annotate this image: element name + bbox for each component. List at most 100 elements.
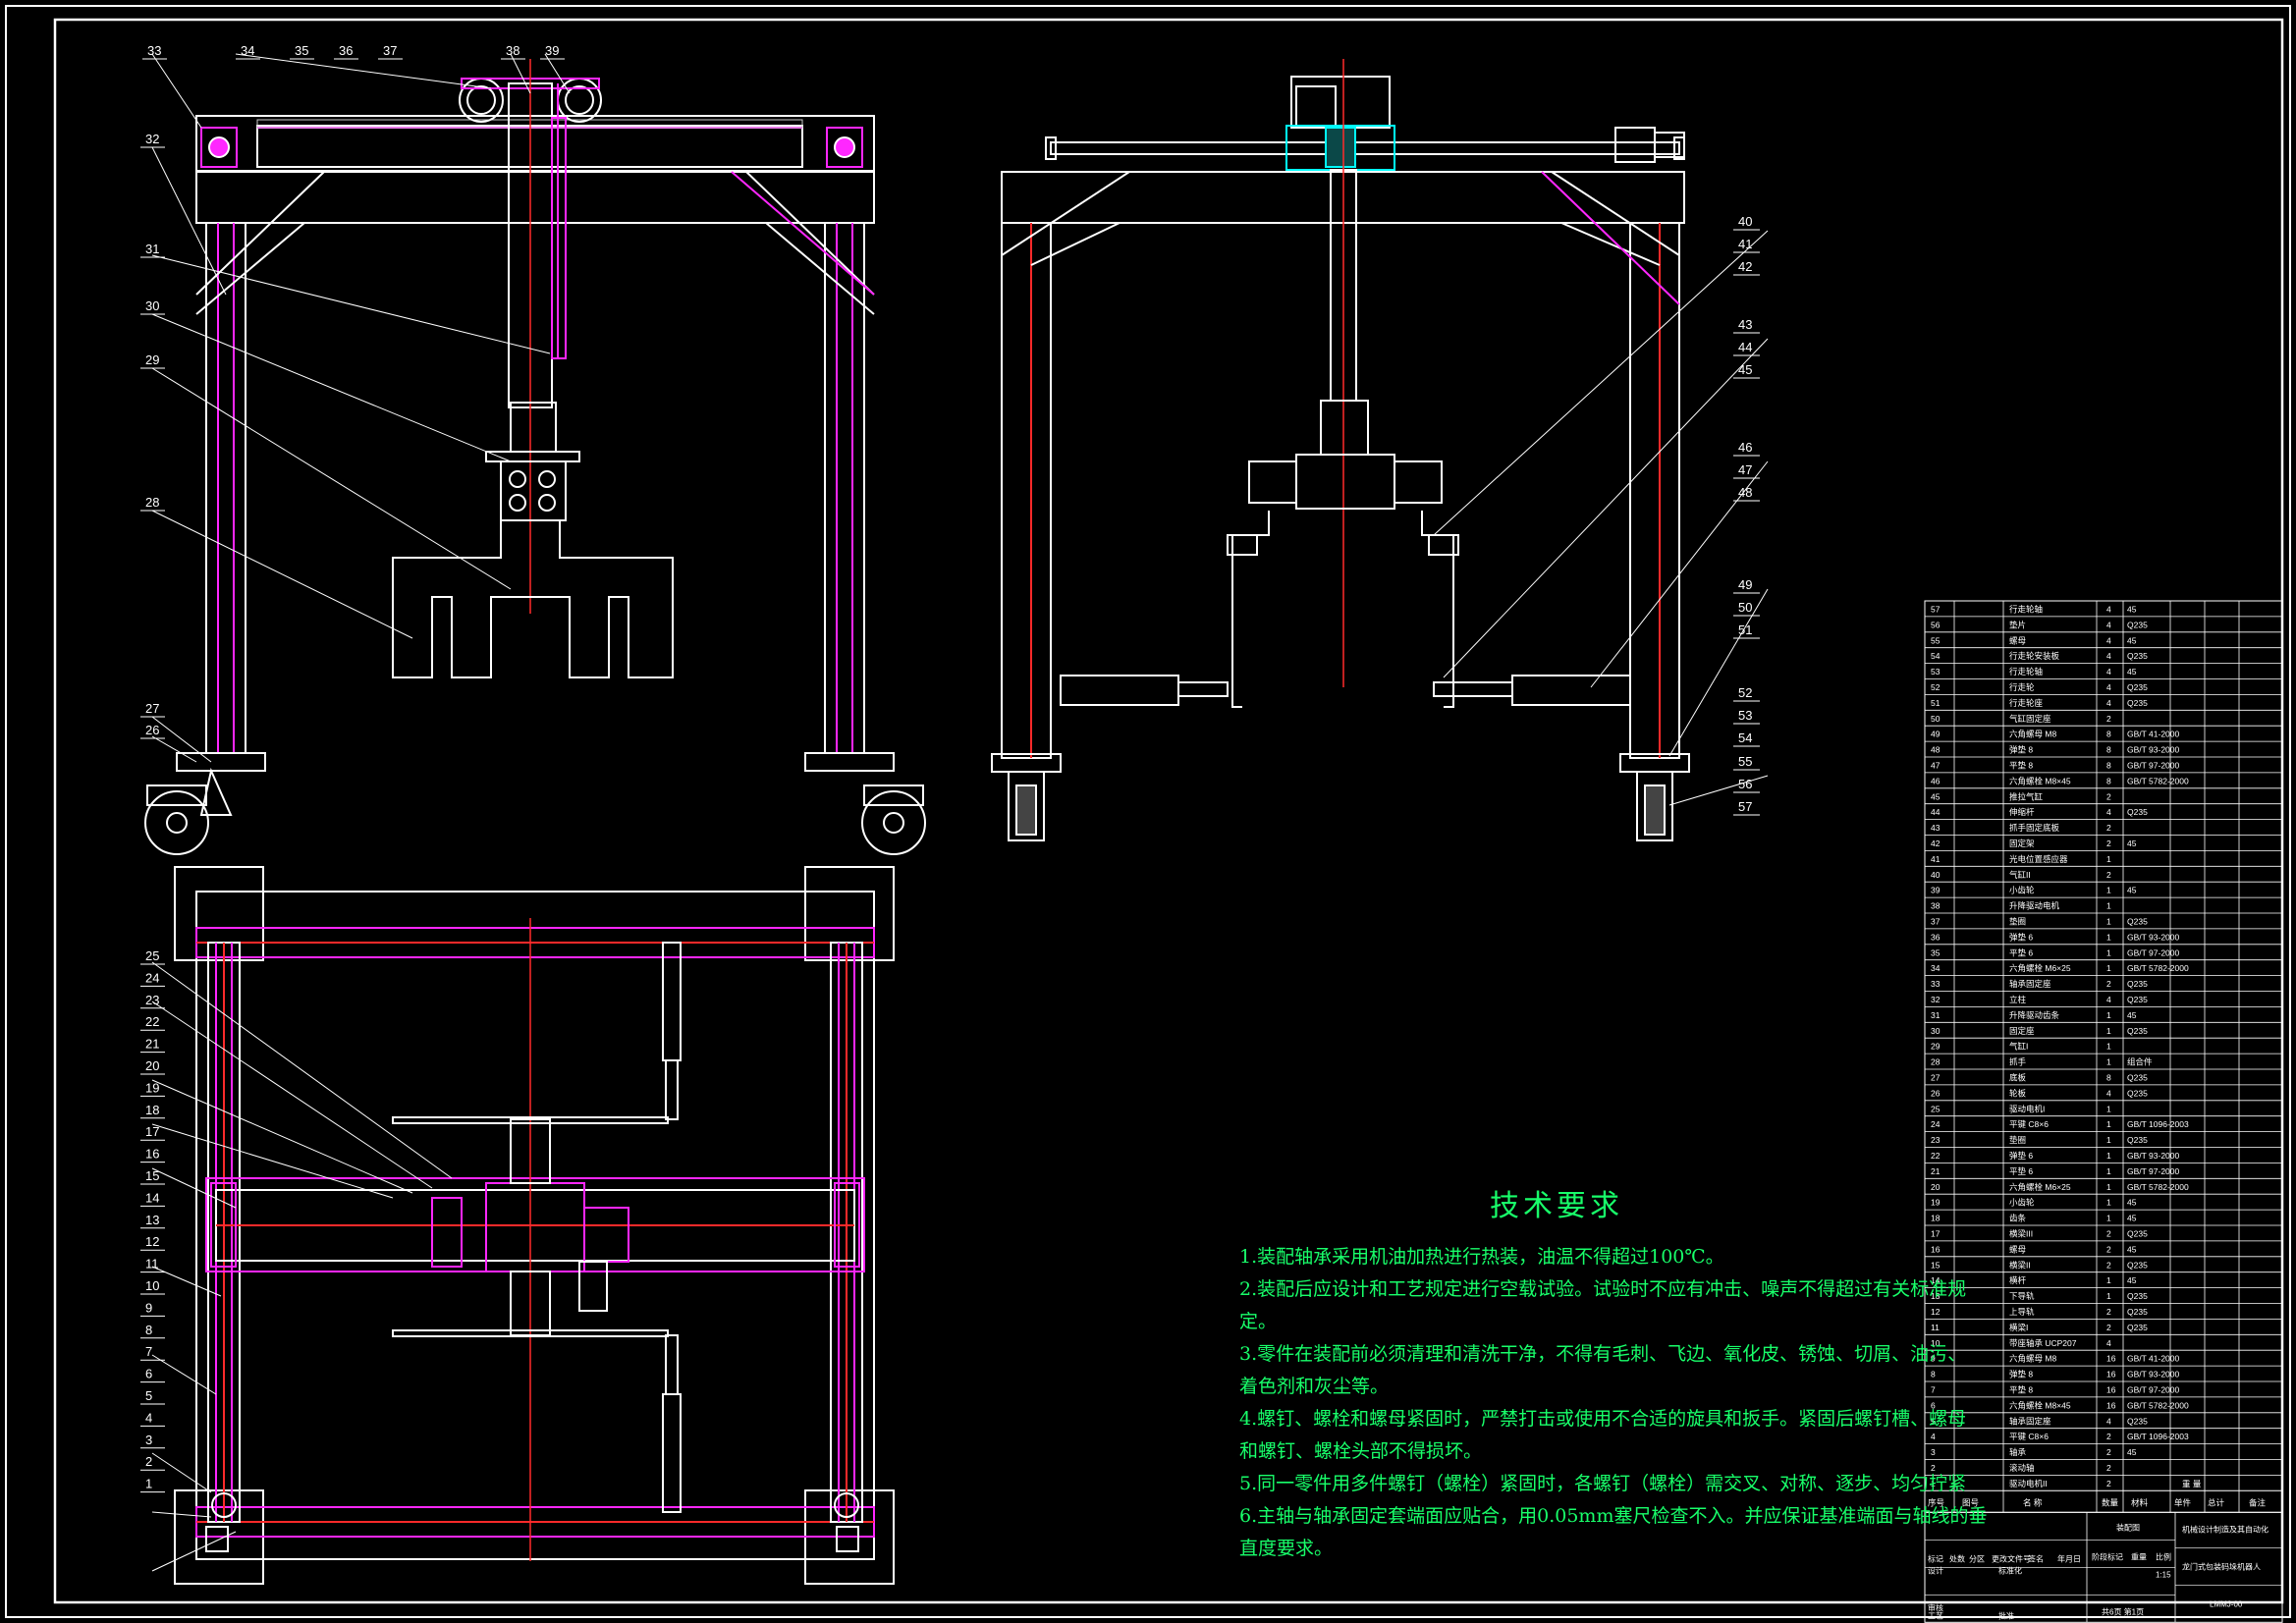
bom-index: 10	[1931, 1338, 1941, 1348]
bom-index: 1	[1931, 1479, 1936, 1488]
balloon-number: 55	[1738, 754, 1752, 769]
bom-qty: 16	[2106, 1354, 2116, 1364]
balloon-number: 36	[339, 43, 353, 58]
balloon-number: 26	[145, 723, 159, 737]
bom-qty: 1	[2106, 854, 2111, 864]
bom-index: 23	[1931, 1135, 1941, 1145]
bom-qty: 1	[2106, 917, 2111, 927]
balloon-number: 23	[145, 993, 159, 1007]
bom-index: 46	[1931, 776, 1941, 785]
tb-rev-header: 分区	[1969, 1554, 1985, 1563]
bom-name: 平垫 6	[2009, 947, 2033, 957]
tb-ratio: 比例	[2156, 1551, 2171, 1561]
bom-qty: 1	[2106, 1135, 2111, 1145]
front-view	[144, 59, 926, 855]
bom-name: 弹垫 8	[2009, 1370, 2033, 1380]
bom-qty: 16	[2106, 1400, 2116, 1410]
bom-qty: 4	[2106, 995, 2111, 1004]
bom-index: 24	[1931, 1119, 1941, 1129]
bom-index: 49	[1931, 730, 1941, 739]
bom-name: 螺母	[2009, 1244, 2026, 1254]
bom-qty: 4	[2106, 620, 2111, 629]
balloon-number: 17	[145, 1124, 159, 1139]
bom-index: 52	[1931, 682, 1941, 692]
bom-index: 31	[1931, 1010, 1941, 1020]
bom-header-cell: 备注	[2249, 1497, 2267, 1507]
bom-material: Q235	[2127, 917, 2148, 927]
balloon-number: 37	[383, 43, 397, 58]
bom-qty: 2	[2106, 839, 2111, 848]
balloon-number: 52	[1738, 685, 1752, 700]
bom-material: GB/T 93-2000	[2127, 1370, 2180, 1380]
title-block-content: 标记处数分区更改文件号签名年月日设计标准化审核工艺批准阶段标记重量比例1:15共…	[1925, 1512, 2282, 1623]
balloon-number: 46	[1738, 440, 1752, 455]
bom-index: 4	[1931, 1432, 1936, 1441]
bom-qty: 8	[2106, 761, 2111, 771]
bom-qty: 1	[2106, 1057, 2111, 1067]
bom-material: 组合件	[2127, 1057, 2153, 1067]
bom-index: 11	[1931, 1323, 1940, 1332]
balloon-number: 18	[145, 1103, 159, 1117]
bom-qty: 1	[2106, 1119, 2111, 1129]
bom-material: 45	[2127, 605, 2137, 615]
bom-material: GB/T 5782-2000	[2127, 776, 2189, 785]
tb-approve: 批准	[1998, 1610, 2014, 1620]
technical-requirements-title: 技术要求	[1490, 1189, 1623, 1223]
tb-review: 审核	[1928, 1602, 1943, 1612]
bom-qty: 1	[2106, 1275, 2111, 1285]
requirement-line: 3.零件在装配前必须清理和清洗干净，不得有毛刺、飞边、氧化皮、锈蚀、切屑、油污、	[1239, 1343, 1967, 1365]
bom-index: 45	[1931, 791, 1941, 801]
bom-qty: 8	[2106, 730, 2111, 739]
bom-qty: 1	[2106, 1104, 2111, 1113]
bom-qty: 2	[2106, 1260, 2111, 1270]
bom-material: GB/T 5782-2000	[2127, 1182, 2189, 1192]
balloon-number: 1	[145, 1477, 152, 1491]
requirement-line: 和螺钉、螺栓头部不得损坏。	[1239, 1440, 1483, 1462]
bom-name: 平垫 6	[2009, 1166, 2033, 1176]
tb-rev-header: 处数	[1949, 1553, 1965, 1563]
balloon-number: 57	[1738, 799, 1752, 814]
bom-index: 29	[1931, 1042, 1941, 1052]
bom-material: GB/T 1096-2003	[2127, 1119, 2189, 1129]
inner-frame	[53, 18, 2284, 1604]
balloon-number: 25	[145, 948, 159, 963]
bom-material: GB/T 97-2000	[2127, 761, 2180, 771]
bom-name: 弹垫 8	[2009, 745, 2033, 755]
bom-name: 垫圈	[2009, 1135, 2026, 1145]
balloon-number: 43	[1738, 317, 1752, 332]
bom-material: 45	[2127, 667, 2137, 676]
bom-qty: 1	[2106, 1010, 2111, 1020]
tb-drawing-no: LMMJ-00	[2210, 1599, 2243, 1608]
requirement-line: 4.螺钉、螺栓和螺母紧固时，严禁打击或使用不合适的旋具和扳手。紧固后螺钉槽、螺母	[1239, 1408, 1967, 1430]
tb-design: 设计	[1928, 1565, 1943, 1575]
bom-header-cell: 图号	[1962, 1497, 1979, 1507]
balloon-number: 30	[145, 298, 159, 313]
balloon-number: 44	[1738, 340, 1752, 354]
bom-name: 横杆	[2009, 1275, 2027, 1285]
bom-name: 小齿轮	[2009, 1198, 2035, 1208]
bom-index: 55	[1931, 635, 1941, 645]
bom-index: 8	[1931, 1370, 1936, 1380]
bom-material: GB/T 93-2000	[2127, 932, 2180, 942]
bom-qty: 2	[2106, 823, 2111, 833]
bom-index: 42	[1931, 839, 1941, 848]
bom-name: 六角螺栓 M6×25	[2009, 1182, 2071, 1192]
bom-material: 45	[2127, 1214, 2137, 1223]
tb-project: 龙门式包装码垛机器人	[2182, 1561, 2261, 1571]
